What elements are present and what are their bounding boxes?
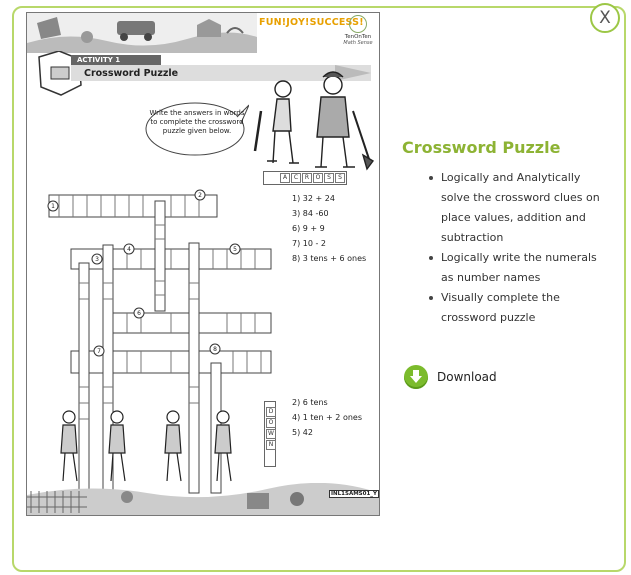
worksheet-code: INL1SAMS01_Y bbox=[329, 490, 379, 498]
list-item: Visually complete the crossword puzzle bbox=[424, 288, 604, 328]
worksheet-brand-text: FUN!JOY!SUCCESS! bbox=[259, 17, 364, 28]
info-title: Crossword Puzzle bbox=[402, 138, 561, 157]
svg-text:8: 8 bbox=[213, 346, 217, 353]
across-clues: 1) 32 + 24 3) 84 -60 6) 9 + 9 7) 10 - 2 … bbox=[292, 194, 367, 263]
close-button[interactable]: X bbox=[590, 3, 620, 33]
feature-list: Logically and Analytically solve the cro… bbox=[424, 168, 604, 328]
download-button[interactable]: Download bbox=[404, 365, 497, 389]
down-header: D O W N bbox=[264, 401, 276, 467]
worksheet-footer-illustration bbox=[27, 483, 379, 515]
tenonten-logo: TenOnTen Math Sense bbox=[341, 15, 375, 55]
worksheet-puzzle-title: Crossword Puzzle bbox=[84, 68, 179, 79]
activity-banner bbox=[38, 51, 371, 96]
svg-text:6: 6 bbox=[137, 310, 141, 317]
download-label: Download bbox=[437, 370, 497, 384]
activity-label: ACTIVITY 1 bbox=[77, 56, 121, 64]
down-clues: 2) 6 tens 4) 1 ten + 2 ones 5) 42 bbox=[292, 398, 362, 437]
worksheet-top-illustration bbox=[27, 13, 257, 53]
speech-bubble bbox=[145, 102, 249, 156]
list-item: Logically write the numerals as number n… bbox=[424, 248, 604, 288]
worksheet-preview: FUN!JOY!SUCCESS! TenOnTen Math Sense ACT… bbox=[26, 12, 380, 516]
list-item: Logically and Analytically solve the cro… bbox=[424, 168, 604, 248]
svg-text:1: 1 bbox=[51, 203, 55, 210]
download-arrow-icon bbox=[404, 365, 428, 389]
svg-text:3: 3 bbox=[95, 256, 99, 263]
crossword-ladder-grid: 1 2 3 4 5 6 7 8 bbox=[47, 189, 272, 494]
svg-text:7: 7 bbox=[97, 348, 101, 355]
workers-illustration bbox=[253, 71, 375, 171]
svg-text:5: 5 bbox=[233, 246, 237, 253]
svg-text:4: 4 bbox=[127, 246, 131, 253]
instruction-text: Write the answers in words to complete t… bbox=[149, 109, 245, 135]
svg-text:2: 2 bbox=[198, 192, 202, 199]
close-icon: X bbox=[599, 8, 611, 28]
